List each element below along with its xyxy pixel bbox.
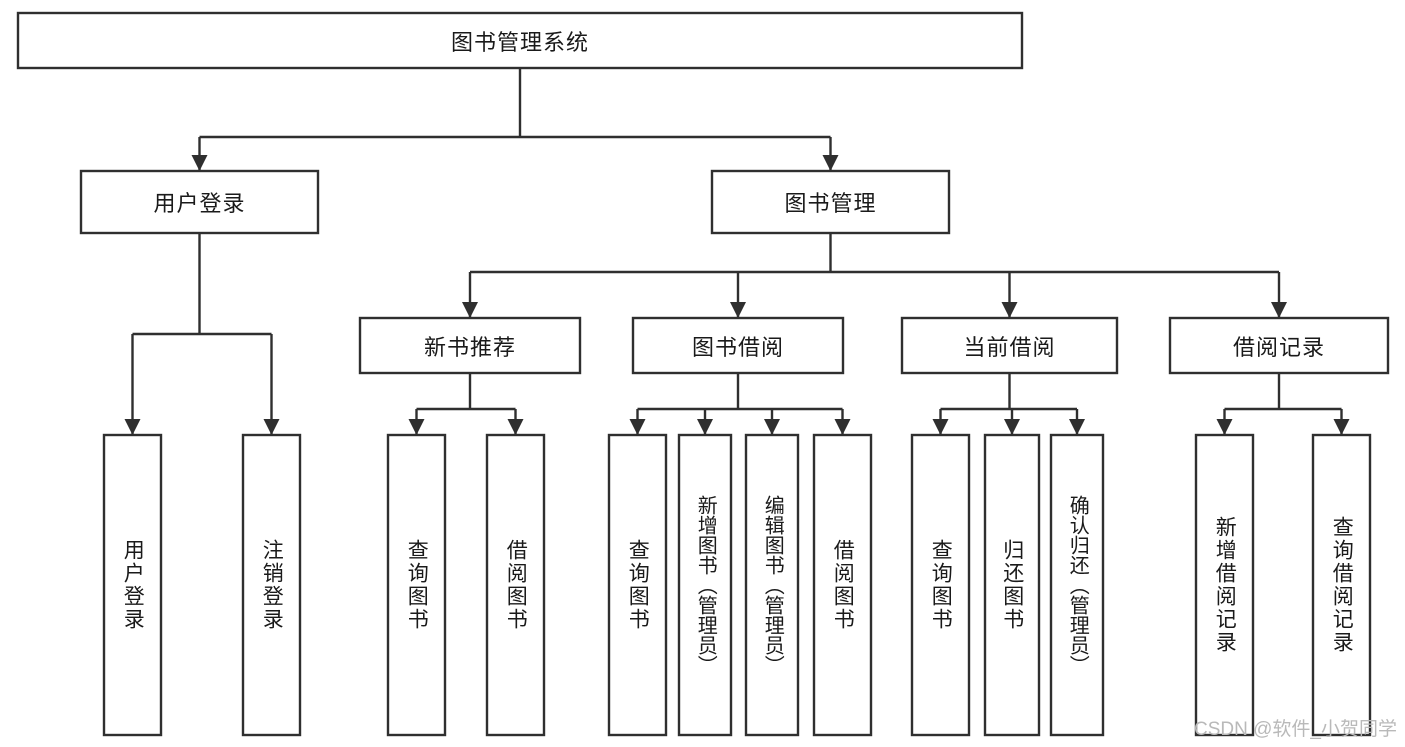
node-box-root bbox=[16, 11, 1024, 70]
arrow-head-icon bbox=[1216, 419, 1233, 435]
node-box-user-logout bbox=[241, 433, 302, 737]
arrow-head-icon bbox=[191, 155, 208, 171]
arrow-head-icon bbox=[834, 419, 851, 435]
node-box-br-query-record bbox=[1311, 433, 1372, 737]
node-box-current-borrow bbox=[900, 316, 1119, 375]
node-box-bb-borrow-book bbox=[812, 433, 873, 737]
node-box-user-login-do bbox=[102, 433, 163, 737]
arrow-head-icon bbox=[462, 302, 478, 318]
arrow-head-icon bbox=[629, 419, 646, 435]
node-box-nbr-borrow-book bbox=[485, 433, 546, 737]
arrow-head-icon bbox=[1271, 302, 1287, 318]
node-box-cb-return-book bbox=[983, 433, 1041, 737]
node-box-book-manage bbox=[710, 169, 951, 235]
arrow-head-icon bbox=[764, 419, 780, 435]
node-box-new-book-recommend bbox=[358, 316, 582, 375]
connector-layer bbox=[124, 68, 1350, 435]
arrow-head-icon bbox=[507, 419, 524, 435]
node-box-nbr-query-book bbox=[386, 433, 447, 737]
arrow-head-icon bbox=[263, 419, 280, 435]
node-box-bb-query-book bbox=[607, 433, 668, 737]
arrow-head-icon bbox=[822, 155, 839, 171]
arrow-head-icon bbox=[1333, 419, 1350, 435]
node-box-user-login bbox=[79, 169, 320, 235]
arrow-head-icon bbox=[1069, 419, 1085, 435]
node-box-book-borrow bbox=[631, 316, 845, 375]
arrow-head-icon bbox=[1001, 302, 1018, 318]
node-box-cb-query-book bbox=[910, 433, 971, 737]
arrow-head-icon bbox=[1004, 419, 1020, 435]
node-box-bb-add-book bbox=[677, 433, 733, 737]
arrow-head-icon bbox=[932, 419, 949, 435]
node-box-cb-confirm-return bbox=[1049, 433, 1105, 737]
arrow-head-icon bbox=[124, 419, 141, 435]
arrow-head-icon bbox=[697, 419, 713, 435]
box-layer bbox=[16, 11, 1390, 737]
arrow-head-icon bbox=[730, 302, 746, 318]
node-box-br-add-record bbox=[1194, 433, 1255, 737]
arrow-head-icon bbox=[408, 419, 425, 435]
node-box-borrow-record bbox=[1168, 316, 1390, 375]
node-box-bb-edit-book bbox=[744, 433, 800, 737]
